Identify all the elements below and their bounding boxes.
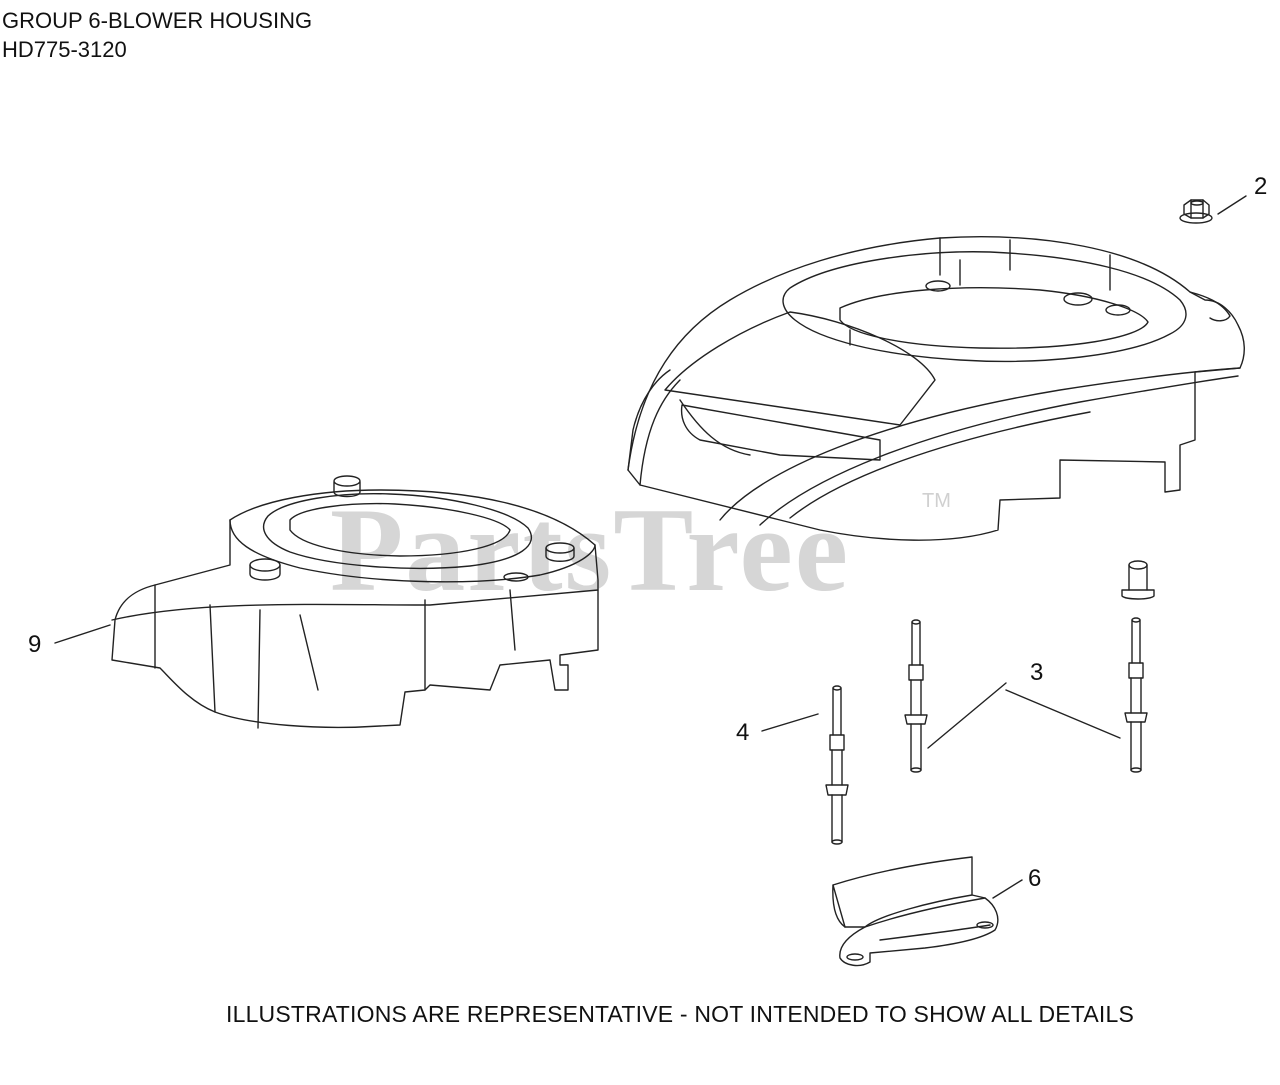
callout-4: 4 [736,719,749,746]
part-6-baffle [832,856,999,967]
callout-3: 3 [1030,659,1043,686]
footer: ILLUSTRATIONS ARE REPRESENTATIVE - NOT I… [0,1001,1280,1028]
watermark-trademark: TM [922,490,951,512]
blower-housing-upper [627,236,1245,541]
part-4-stud [825,685,849,845]
spacer-bushing [1121,560,1155,600]
callout-6: 6 [1028,865,1041,892]
callout-2: 2 [1254,173,1267,200]
part-2-flange-nut [1179,199,1213,224]
model-number: HD775-3120 [2,37,127,62]
watermark-text: PartsTree [330,483,850,616]
disclaimer: ILLUSTRATIONS ARE REPRESENTATIVE - NOT I… [225,1001,1135,1027]
header: GROUP 6-BLOWER HOUSING HD775-3120 [2,6,312,64]
callout-9: 9 [28,631,41,658]
group-title: GROUP 6-BLOWER HOUSING [2,8,313,33]
leader-lines [54,195,1247,899]
part-3-stud-a [904,619,928,773]
part-3-stud-b [1124,617,1148,773]
part-9-blower-housing-lower [111,475,599,729]
